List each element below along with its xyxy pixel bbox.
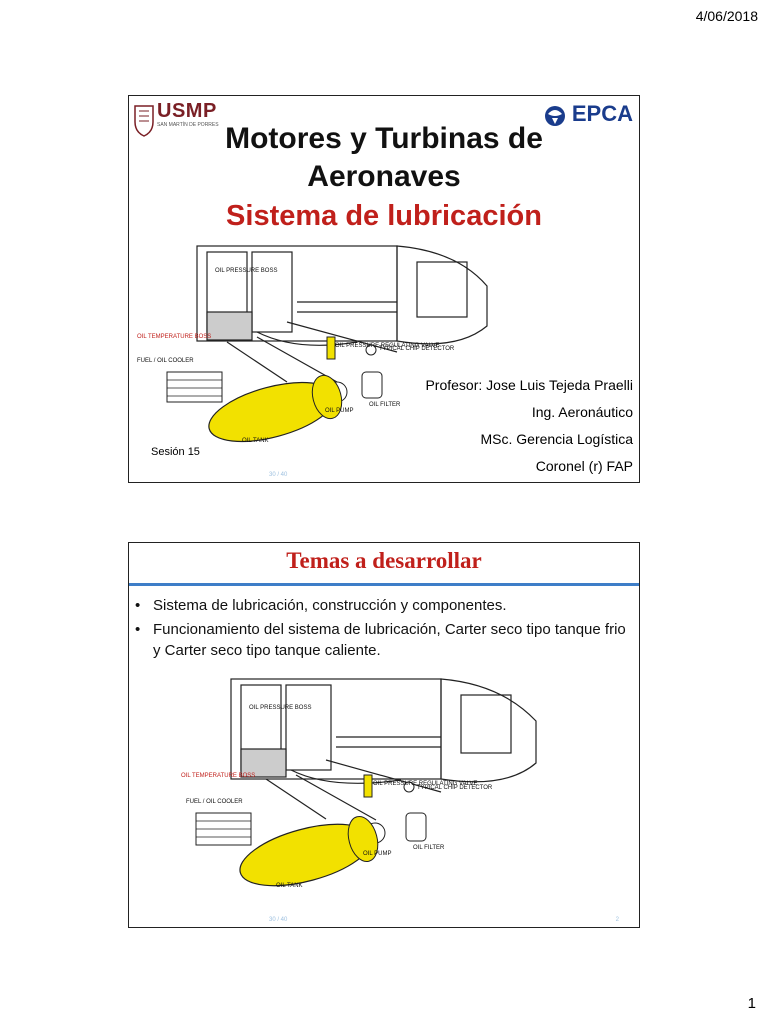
label-fuel-oil-cooler: FUEL / OIL COOLER [137, 358, 194, 364]
list-item: • Funcionamiento del sistema de lubricaci… [133, 619, 633, 661]
label-typical-chip-detector: TYPICAL CHIP DETECTOR [379, 346, 455, 352]
label-oil-temperature-boss: OIL TEMPERATURE BOSS [137, 334, 211, 340]
page-number: 1 [748, 995, 756, 1012]
list-item-text: Funcionamiento del sistema de lubricació… [153, 621, 626, 659]
title-divider [129, 583, 639, 586]
label-fuel-oil-cooler: FUEL / OIL COOLER [186, 799, 243, 805]
label-oil-filter: OIL FILTER [369, 402, 401, 408]
professor-role-3: Coronel (r) FAP [425, 453, 633, 480]
title-line-2: Aeronaves [129, 158, 639, 196]
label-oil-pressure-boss: OIL PRESSURE BOSS [215, 268, 277, 274]
label-oil-filter: OIL FILTER [413, 845, 445, 851]
list-item-text: Sistema de lubricación, construcción y c… [153, 597, 507, 614]
session-label: Sesión 15 [151, 446, 200, 458]
professor-name: Profesor: Jose Luis Tejeda Praelli [425, 372, 633, 399]
professor-role-1: Ing. Aeronáutico [425, 399, 633, 426]
label-oil-tank: OIL TANK [242, 438, 269, 444]
slide2-title: Temas a desarrollar [129, 543, 639, 583]
title-line-1: Motores y Turbinas de [129, 120, 639, 158]
label-oil-tank: OIL TANK [276, 883, 303, 889]
label-typical-chip-detector: TYPICAL CHIP DETECTOR [417, 785, 493, 791]
slide2-number: 2 [616, 917, 619, 923]
label-oil-pressure-boss: OIL PRESSURE BOSS [249, 705, 311, 711]
topics-list: • Sistema de lubricación, construcción y … [133, 595, 633, 664]
label-oil-pump: OIL PUMP [363, 851, 391, 857]
slide-2: Temas a desarrollar • Sistema de lubricac… [128, 542, 640, 928]
professor-info: Profesor: Jose Luis Tejeda Praelli Ing. … [425, 372, 633, 480]
label-oil-temperature-boss: OIL TEMPERATURE BOSS [181, 773, 255, 779]
slide1-footer: 30 / 40 [269, 472, 287, 478]
list-item: • Sistema de lubricación, construcción y … [133, 595, 633, 616]
slide2-footer: 30 / 40 [269, 917, 287, 923]
label-oil-pump: OIL PUMP [325, 408, 353, 414]
slide-1: USMP SAN MARTÍN DE PORRES EPCA Motores y… [128, 95, 640, 483]
professor-role-2: MSc. Gerencia Logística [425, 426, 633, 453]
lubrication-diagram-image: OIL PRESSURE BOSS OIL TEMPERATURE BOSS F… [181, 675, 541, 895]
header-date: 4/06/2018 [696, 8, 758, 24]
slide1-title: Motores y Turbinas de Aeronaves [129, 120, 639, 196]
bullet-icon: • [135, 595, 140, 616]
slide1-subtitle: Sistema de lubricación [129, 200, 639, 233]
bullet-icon: • [135, 619, 140, 640]
